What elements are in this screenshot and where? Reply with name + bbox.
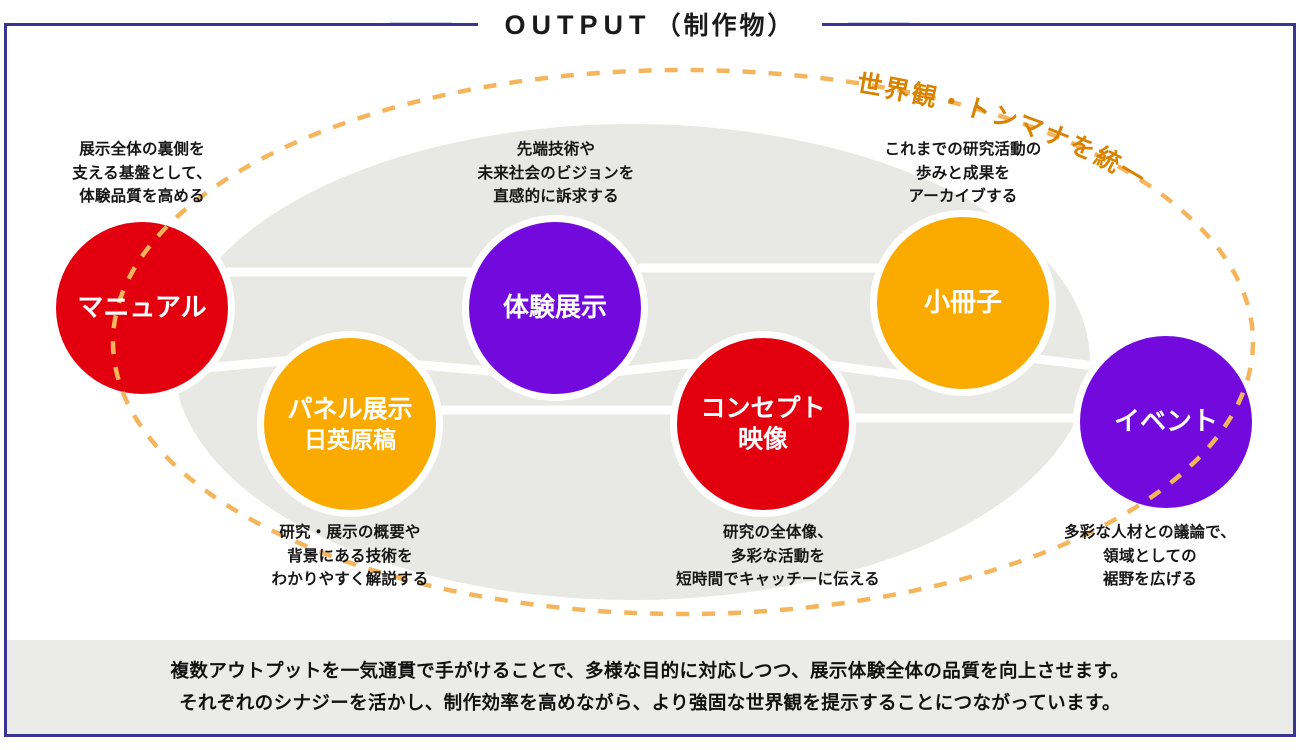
- node-circle-event[interactable]: [1080, 336, 1252, 508]
- node-circle-panel[interactable]: [264, 338, 436, 510]
- connector-experience-concept: [608, 357, 711, 377]
- caption-concept-line1: 研究の全体像、: [723, 524, 833, 541]
- caption-booklet-line3: アーカイブする: [908, 188, 1018, 206]
- node-circle-experience[interactable]: [469, 222, 641, 394]
- node-circles: [56, 217, 1252, 510]
- caption-booklet-line2: 歩みと成果を: [915, 164, 1011, 182]
- summary-line-2: それぞれのシナジーを活かし、制作効率を高めながら、より強固な世界観を提示すること…: [179, 692, 1121, 713]
- node-circle-booklet[interactable]: [877, 217, 1049, 389]
- caption-event: 多彩な人材との議論で、 領域としての 裾野を広げる: [1064, 521, 1236, 592]
- dashed-scope-ellipse: [110, 67, 1256, 617]
- connector-network: [200, 263, 1117, 423]
- caption-experience-line3: 直感的に訴求する: [493, 188, 619, 206]
- summary-band: 複数アウトプットを一気通貫で手がけることで、多様な目的に対応しつつ、展示体験全体…: [7, 640, 1293, 734]
- caption-manual-line1: 展示全体の裏側を: [79, 141, 205, 158]
- node-circle-manual[interactable]: [56, 222, 228, 394]
- caption-event-line2: 領域としての: [1103, 547, 1197, 565]
- caption-panel: 研究・展示の概要や 背景にある技術を わかりやすく解説する: [271, 521, 428, 592]
- connector-manual-panel: [200, 355, 298, 373]
- caption-concept-movie: 研究の全体像、 多彩な活動を 短時間でキャッチーに伝える: [676, 521, 880, 592]
- caption-experience-line2: 未来社会のビジョンを: [477, 164, 635, 182]
- caption-concept-line2: 多彩な活動を: [730, 547, 826, 565]
- caption-booklet-line1: これまでの研究活動の: [884, 141, 1042, 158]
- caption-booklet: これまでの研究活動の 歩みと成果を アーカイブする: [884, 138, 1041, 209]
- caption-concept-line3: 短時間でキャッチーに伝える: [676, 571, 880, 589]
- caption-manual-line3: 体験品質を高める: [79, 188, 205, 206]
- summary-line-1: 複数アウトプットを一気通貫で手がけることで、多様な目的に対応しつつ、展示体験全体…: [170, 660, 1130, 682]
- node-circle-concept-movie[interactable]: [677, 338, 849, 510]
- caption-manual-line2: 支える基盤として、: [72, 164, 212, 182]
- caption-panel-line1: 研究・展示の概要や: [279, 524, 421, 541]
- caption-experience: 先端技術や 未来社会のビジョンを 直感的に訴求する: [477, 138, 634, 209]
- caption-panel-line2: 背景にある技術を: [287, 547, 413, 565]
- caption-event-line3: 裾野を広げる: [1102, 571, 1198, 589]
- caption-panel-line3: わかりやすく解説する: [271, 571, 429, 589]
- caption-event-line1: 多彩な人材との議論で、: [1064, 524, 1236, 541]
- caption-manual: 展示全体の裏側を 支える基盤として、 体験品質を高める: [72, 138, 212, 209]
- caption-experience-line1: 先端技術や: [516, 141, 596, 158]
- connector-panel-experience: [405, 359, 506, 377]
- connector-concept-booklet: [816, 359, 915, 381]
